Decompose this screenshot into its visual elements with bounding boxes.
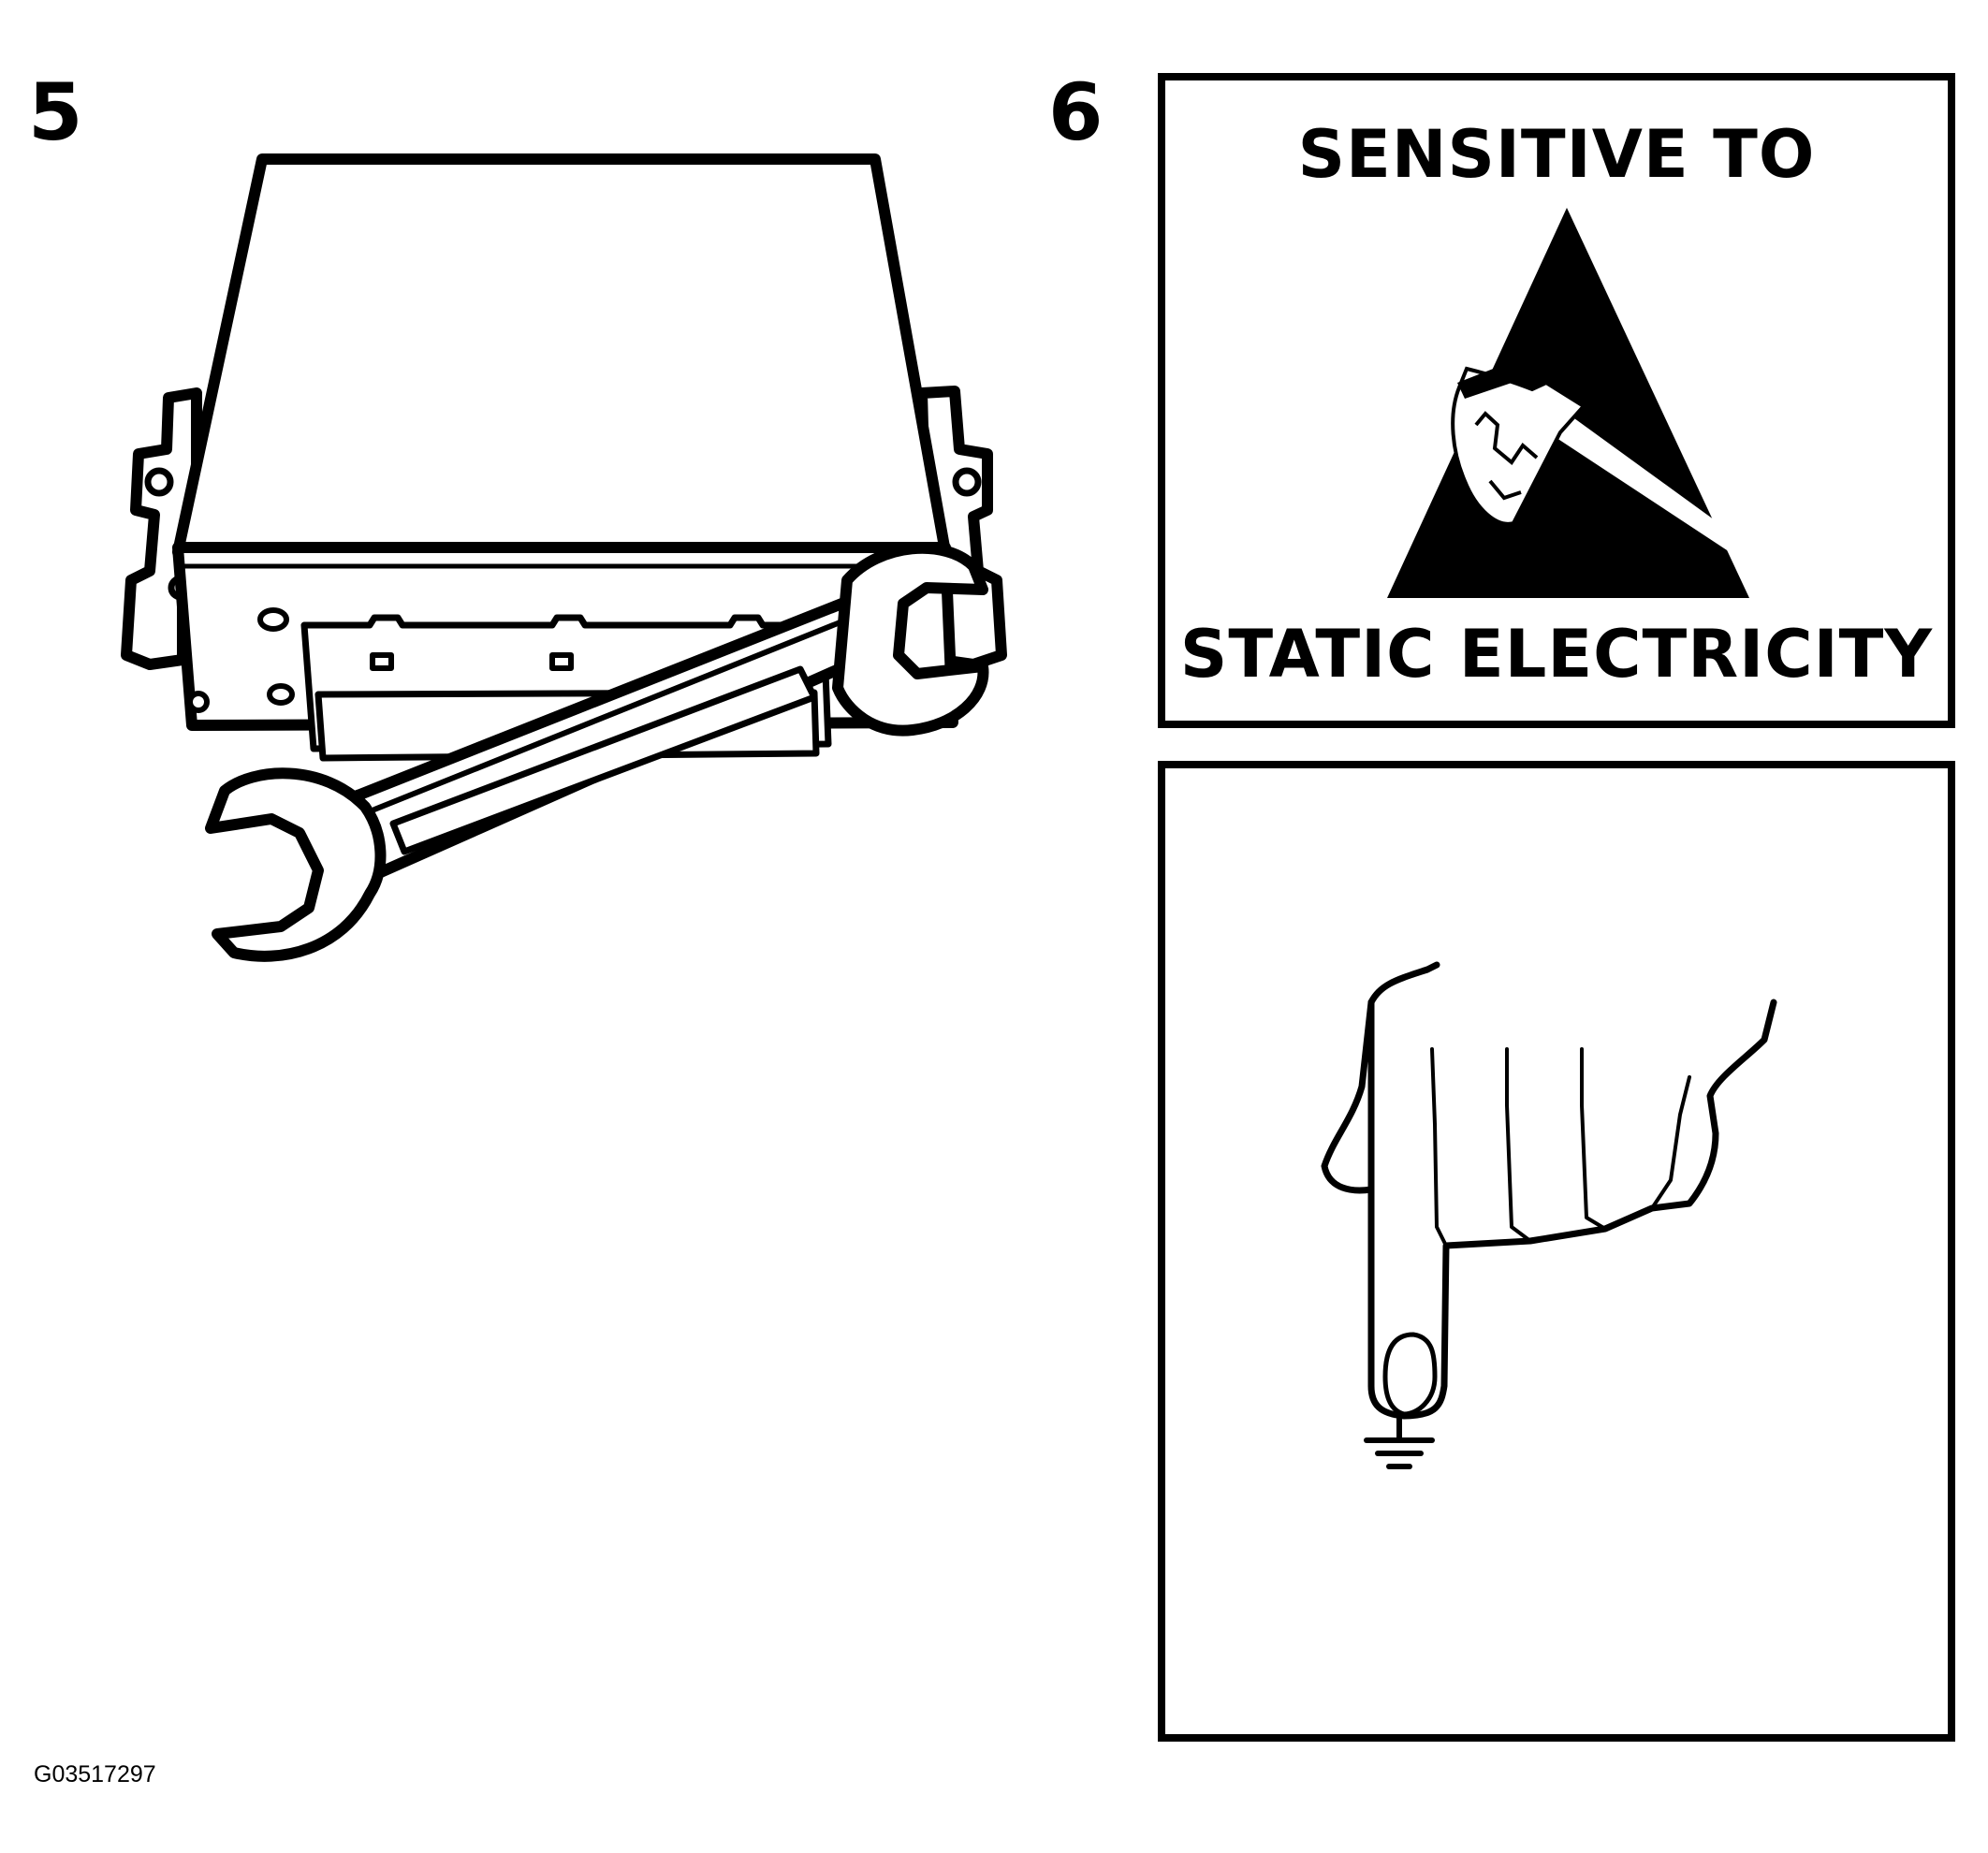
grounding-panel [1158,761,1955,1742]
figure-id: G03517297 [34,1761,156,1787]
ground-symbol-icon [1364,1411,1435,1469]
step5-illustration [121,153,1007,962]
step-number-6: 6 [1048,66,1104,158]
open-end-wrench-icon [205,542,989,962]
pointing-hand-icon [1321,961,1777,1420]
esd-warning-panel: SENSITIVE TO STATIC ELECTRICITY [1158,73,1955,728]
warning-text-top: SENSITIVE TO [1297,116,1816,193]
step-number-5: 5 [28,66,83,158]
warning-text-bottom: STATIC ELECTRICITY [1179,616,1934,693]
esd-hand-triangle-icon [1387,208,1757,598]
